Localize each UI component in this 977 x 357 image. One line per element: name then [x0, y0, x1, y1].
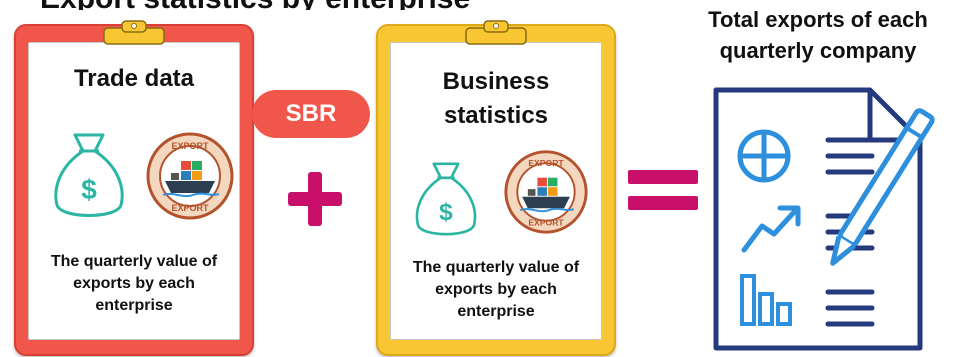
description-line: exports by each [435, 281, 557, 298]
card-title: Trade data [73, 65, 195, 92]
title-line: Business [442, 68, 550, 95]
sbr-badge: SBR [252, 90, 370, 138]
card-description: The quarterly value of exports by each e… [391, 257, 601, 323]
svg-text:$: $ [439, 199, 453, 226]
stamp-label-top: EXPORT [528, 158, 564, 168]
svg-text:$: $ [81, 174, 97, 205]
clipboard-paper: Business statistics $ EXPORT EXPORT The … [390, 42, 602, 340]
money-bag-icon: $ [415, 162, 477, 236]
description-line: exports by each [73, 275, 195, 292]
result-title-line: quarterly company [719, 38, 917, 63]
description-line: enterprise [95, 297, 173, 314]
clipboard-clip-icon [103, 20, 165, 45]
top-banner-title: Export statistics by enterprise [40, 0, 600, 10]
stamp-label-bottom: EXPORT [528, 217, 564, 227]
description-line: The quarterly value of [50, 253, 218, 270]
pie-chart-symbol [737, 129, 791, 183]
money-bag-icon: $ [54, 133, 124, 217]
clipboard-paper: Trade data $ EXPORT EXPORT The quarterly… [28, 42, 240, 340]
pencil-symbol [830, 108, 935, 266]
stamp-label-top: EXPORT [171, 141, 209, 151]
title-line: statistics [443, 102, 549, 129]
result-title-line: Total exports of each [708, 7, 928, 32]
trend-arrow-symbol [741, 205, 801, 253]
export-ship-stamp-icon: EXPORT EXPORT [146, 132, 234, 220]
business-statistics-clipboard: Business statistics $ EXPORT EXPORT The … [376, 20, 616, 356]
equals-icon [628, 170, 698, 210]
description-line: enterprise [457, 303, 535, 320]
stamp-label-bottom: EXPORT [171, 203, 209, 213]
bar-chart-symbol [740, 274, 792, 326]
description-line: The quarterly value of [412, 259, 580, 276]
report-document-icon [713, 87, 935, 351]
card-description: The quarterly value of exports by each e… [29, 251, 239, 317]
plus-icon [288, 172, 342, 226]
clipboard-clip-icon [465, 20, 527, 45]
trade-data-clipboard: Trade data $ EXPORT EXPORT The quarterly… [14, 20, 254, 356]
card-title: Business statistics [391, 65, 601, 133]
export-ship-stamp-icon: EXPORT EXPORT [504, 150, 588, 234]
result-title: Total exports of each quarterly company [666, 4, 970, 66]
